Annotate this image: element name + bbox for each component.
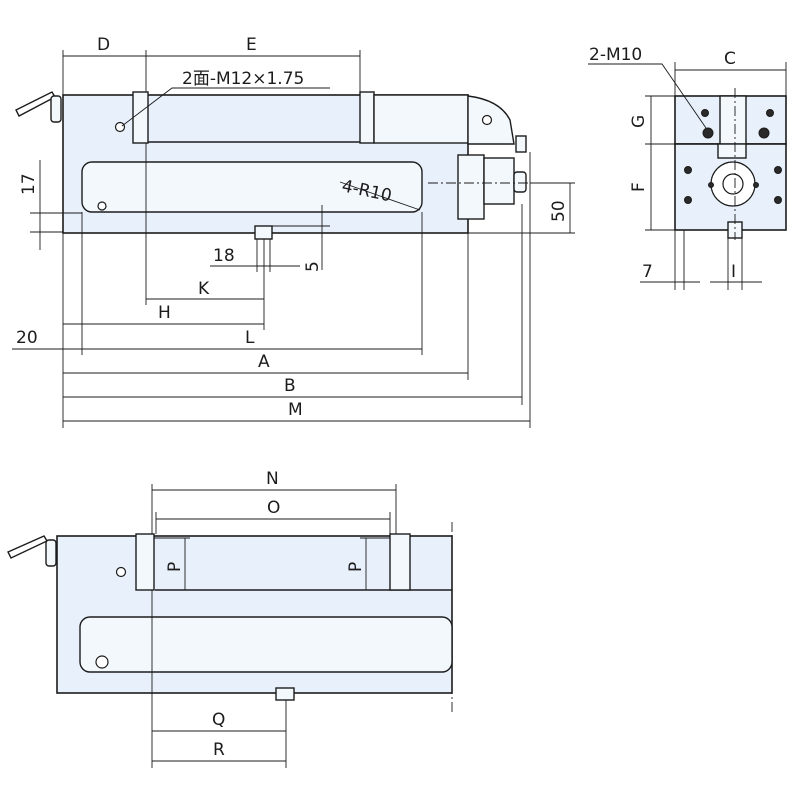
end-hole-tr — [766, 109, 774, 117]
label-D: D — [97, 35, 110, 55]
detail-fixed-jaw — [135, 533, 155, 591]
end-hole-c1 — [708, 182, 714, 188]
detail-movable-jaw — [389, 533, 411, 591]
fixed-jaw — [132, 91, 149, 144]
movable-jaw-block — [373, 94, 469, 144]
movable-jaw — [359, 91, 375, 144]
label-K: K — [198, 279, 210, 299]
end-dimensions — [640, 62, 787, 290]
detail-dimensions — [151, 484, 397, 768]
label-18: 18 — [213, 246, 235, 266]
detail-view — [7, 522, 453, 712]
detail-handle-clip — [45, 539, 57, 567]
screw-housing — [457, 154, 485, 220]
label-R: R — [213, 740, 225, 760]
label-G: G — [629, 115, 649, 128]
end-hole-l1 — [684, 166, 692, 174]
end-hole-m10-left — [702, 127, 714, 139]
m10-leader — [588, 63, 707, 129]
detail-slot — [79, 616, 453, 673]
end-screw-hole — [722, 173, 744, 195]
label-F: F — [629, 182, 649, 192]
label-P1: P — [165, 562, 185, 572]
detail-handle-lever — [7, 535, 48, 559]
end-nut — [717, 143, 747, 159]
label-m10: 2-M10 — [589, 45, 642, 65]
screw-nut — [483, 157, 515, 205]
detail-slot-hole — [95, 655, 109, 669]
label-H: H — [158, 303, 171, 323]
detail-labels: N O P P Q R — [165, 469, 366, 760]
jaw-screw-hole — [114, 121, 126, 133]
end-hole-r2 — [774, 196, 782, 204]
label-5: 5 — [303, 261, 323, 272]
side-labels: D E 2面-M12×1.75 4-R10 17 50 18 5 20 K H … — [16, 35, 569, 420]
detail-jaw-hole — [115, 566, 127, 578]
handle-clip — [50, 95, 62, 123]
handle-lever — [15, 91, 56, 117]
side-dimensions — [12, 50, 575, 428]
end-hole-tl — [701, 109, 709, 117]
label-50: 50 — [549, 200, 569, 222]
label-7: 7 — [642, 262, 653, 282]
label-M: M — [288, 400, 303, 420]
screw-end — [513, 171, 527, 193]
end-hole-c2 — [753, 182, 759, 188]
cover-hole — [481, 114, 493, 126]
screw-lock — [515, 135, 527, 153]
label-N: N — [266, 469, 279, 489]
label-E: E — [246, 35, 257, 55]
label-L: L — [245, 328, 255, 348]
end-view — [588, 63, 787, 240]
side-slot — [81, 161, 423, 213]
label-A: A — [258, 352, 270, 372]
side-view — [15, 87, 570, 240]
thread-leader — [121, 87, 330, 127]
label-C: C — [724, 49, 736, 69]
end-labels: 2-M10 C G F 7 I — [589, 45, 736, 282]
label-20: 20 — [16, 328, 38, 348]
label-B: B — [284, 376, 296, 396]
label-Q: Q — [212, 710, 225, 730]
end-hole-m10-right — [758, 127, 770, 139]
end-center-boss — [719, 95, 747, 145]
label-17: 17 — [19, 173, 39, 195]
end-hole-r1 — [774, 166, 782, 174]
detail-key-block — [275, 687, 295, 701]
label-P2: P — [346, 562, 366, 572]
label-O: O — [267, 498, 280, 518]
slot-hole — [97, 201, 107, 211]
r10-leader — [339, 181, 421, 211]
label-I: I — [731, 262, 736, 282]
key-block — [254, 225, 273, 240]
label-thread: 2面-M12×1.75 — [182, 69, 304, 89]
end-hole-l2 — [684, 196, 692, 204]
